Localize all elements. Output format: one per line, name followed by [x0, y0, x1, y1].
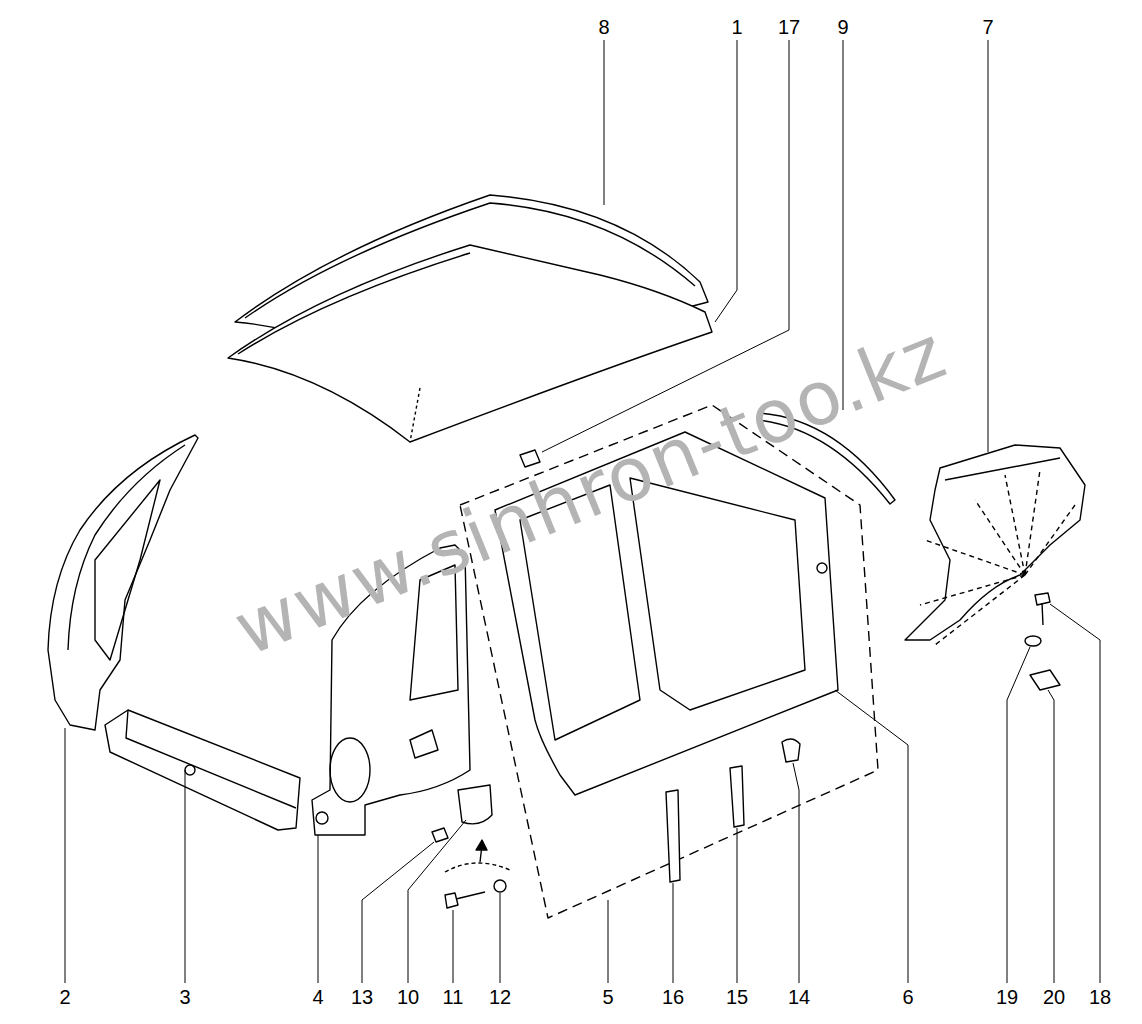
callout-number: 5	[602, 987, 613, 1007]
callout-number: 4	[312, 987, 323, 1007]
callout-number: 1	[731, 17, 742, 37]
callout-number: 14	[788, 987, 810, 1007]
callout-number: 15	[726, 987, 748, 1007]
callout-number: 18	[1089, 987, 1111, 1007]
callout-number: 3	[179, 987, 190, 1007]
callout-number: 9	[837, 17, 848, 37]
callout-number: 7	[982, 17, 993, 37]
callout-number: 16	[662, 987, 684, 1007]
callout-number: 17	[778, 17, 800, 37]
callout-number: 10	[397, 987, 419, 1007]
callout-number: 20	[1043, 987, 1065, 1007]
callout-number: 19	[996, 987, 1018, 1007]
callout-number: 2	[59, 987, 70, 1007]
callout-number: 11	[443, 987, 464, 1007]
callout-number: 12	[489, 987, 511, 1007]
callout-number: 8	[598, 17, 609, 37]
callout-number: 13	[351, 987, 373, 1007]
callout-number: 6	[902, 987, 913, 1007]
